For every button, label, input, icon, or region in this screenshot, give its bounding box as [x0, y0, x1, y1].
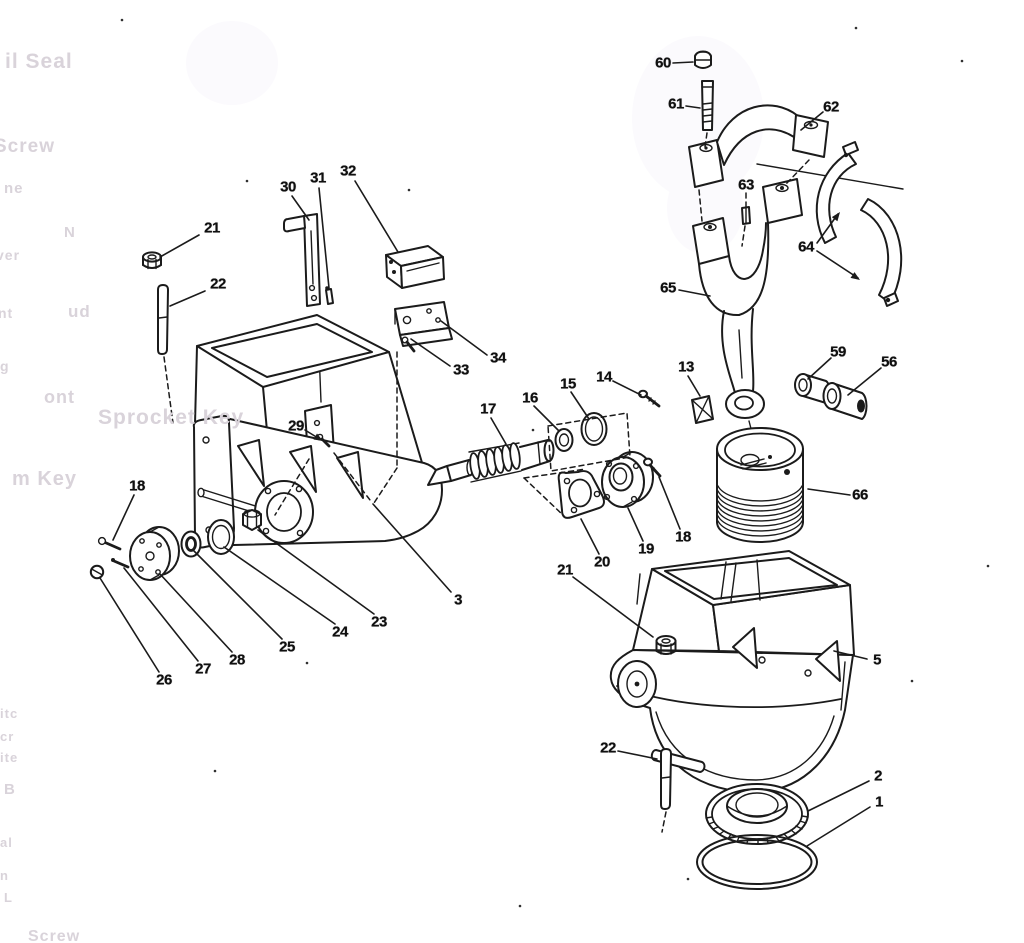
- ghost-text: itc: [0, 706, 19, 721]
- part-number-62: 62: [823, 98, 839, 116]
- part-number-28: 28: [229, 651, 245, 669]
- bearing-cage-and-gasket: [557, 451, 662, 519]
- ghost-text: L: [4, 890, 13, 905]
- part-number-29: 29: [288, 417, 304, 435]
- ghost-text: ver: [0, 247, 21, 263]
- ghost-text: Screw: [28, 928, 81, 943]
- tapered-roller-bearing: [705, 783, 809, 845]
- part-number-22: 22: [210, 275, 226, 293]
- part-number-26: 26: [156, 671, 172, 689]
- part-number-19: 19: [638, 540, 654, 558]
- part-number-18: 18: [675, 528, 691, 546]
- ghost-text: B: [4, 781, 16, 798]
- part-number-21: 21: [557, 561, 573, 579]
- part-number-33: 33: [453, 361, 469, 379]
- part-number-34: 34: [490, 349, 506, 367]
- part-number-59: 59: [830, 343, 846, 361]
- ghost-text: ne: [4, 180, 24, 197]
- piston: [716, 420, 804, 543]
- seals-and-key: [554, 389, 714, 452]
- part-number-61: 61: [668, 95, 684, 113]
- part-number-21: 21: [204, 219, 220, 237]
- upper-gear-housing: [192, 314, 443, 549]
- ghost-text: il Seal: [5, 50, 73, 73]
- front-retainer-parts: [89, 519, 235, 581]
- part-number-23: 23: [371, 613, 387, 631]
- top-hardware: [142, 213, 453, 448]
- ghost-text: ite: [0, 750, 19, 765]
- part-number-20: 20: [594, 553, 610, 571]
- crankpin-bearing-shells: [815, 141, 903, 307]
- part-number-56: 56: [881, 353, 897, 371]
- large-o-ring: [696, 834, 818, 890]
- part-number-22: 22: [600, 739, 616, 757]
- ghost-text: ont: [44, 387, 75, 407]
- part-number-16: 16: [522, 389, 538, 407]
- connecting-rod-assembly: [688, 50, 904, 419]
- part-number-3: 3: [454, 591, 462, 609]
- part-number-24: 24: [332, 623, 348, 641]
- part-number-14: 14: [596, 368, 612, 386]
- ghost-text: ud: [68, 302, 91, 321]
- ghost-text: nt: [0, 305, 14, 321]
- alignment-dashes: [163, 132, 810, 833]
- ghost-text: N: [64, 224, 76, 241]
- lower-gear-housing: [609, 550, 855, 810]
- part-number-60: 60: [655, 54, 671, 72]
- part-number-30: 30: [280, 178, 296, 196]
- part-number-31: 31: [310, 169, 326, 187]
- worm-shaft: [427, 439, 555, 486]
- part-number-27: 27: [195, 660, 211, 678]
- ghost-text: Screw: [0, 136, 55, 157]
- part-number-66: 66: [852, 486, 868, 504]
- part-number-18: 18: [129, 477, 145, 495]
- scan-artifacts: [186, 21, 764, 254]
- ghost-text: al: [0, 835, 13, 850]
- part-number-13: 13: [678, 358, 694, 376]
- ghost-text: Sprocket Key: [98, 406, 245, 429]
- part-number-63: 63: [738, 176, 754, 194]
- ghost-text: m Key: [12, 468, 78, 490]
- part-number-1: 1: [875, 793, 883, 811]
- scan-speckles: [120, 18, 990, 908]
- part-number-15: 15: [560, 375, 576, 393]
- piston-pin-parts: [794, 373, 868, 420]
- part-number-2: 2: [874, 767, 882, 785]
- ghost-text: cr: [0, 729, 15, 744]
- part-number-17: 17: [480, 400, 496, 418]
- callout-leader-lines: [99, 61, 882, 847]
- ghost-text: g: [0, 358, 10, 374]
- part-number-64: 64: [798, 238, 814, 256]
- part-number-32: 32: [340, 162, 356, 180]
- part-number-65: 65: [660, 279, 676, 297]
- part-number-5: 5: [873, 651, 881, 669]
- part-number-25: 25: [279, 638, 295, 656]
- ghost-text: n: [0, 868, 9, 883]
